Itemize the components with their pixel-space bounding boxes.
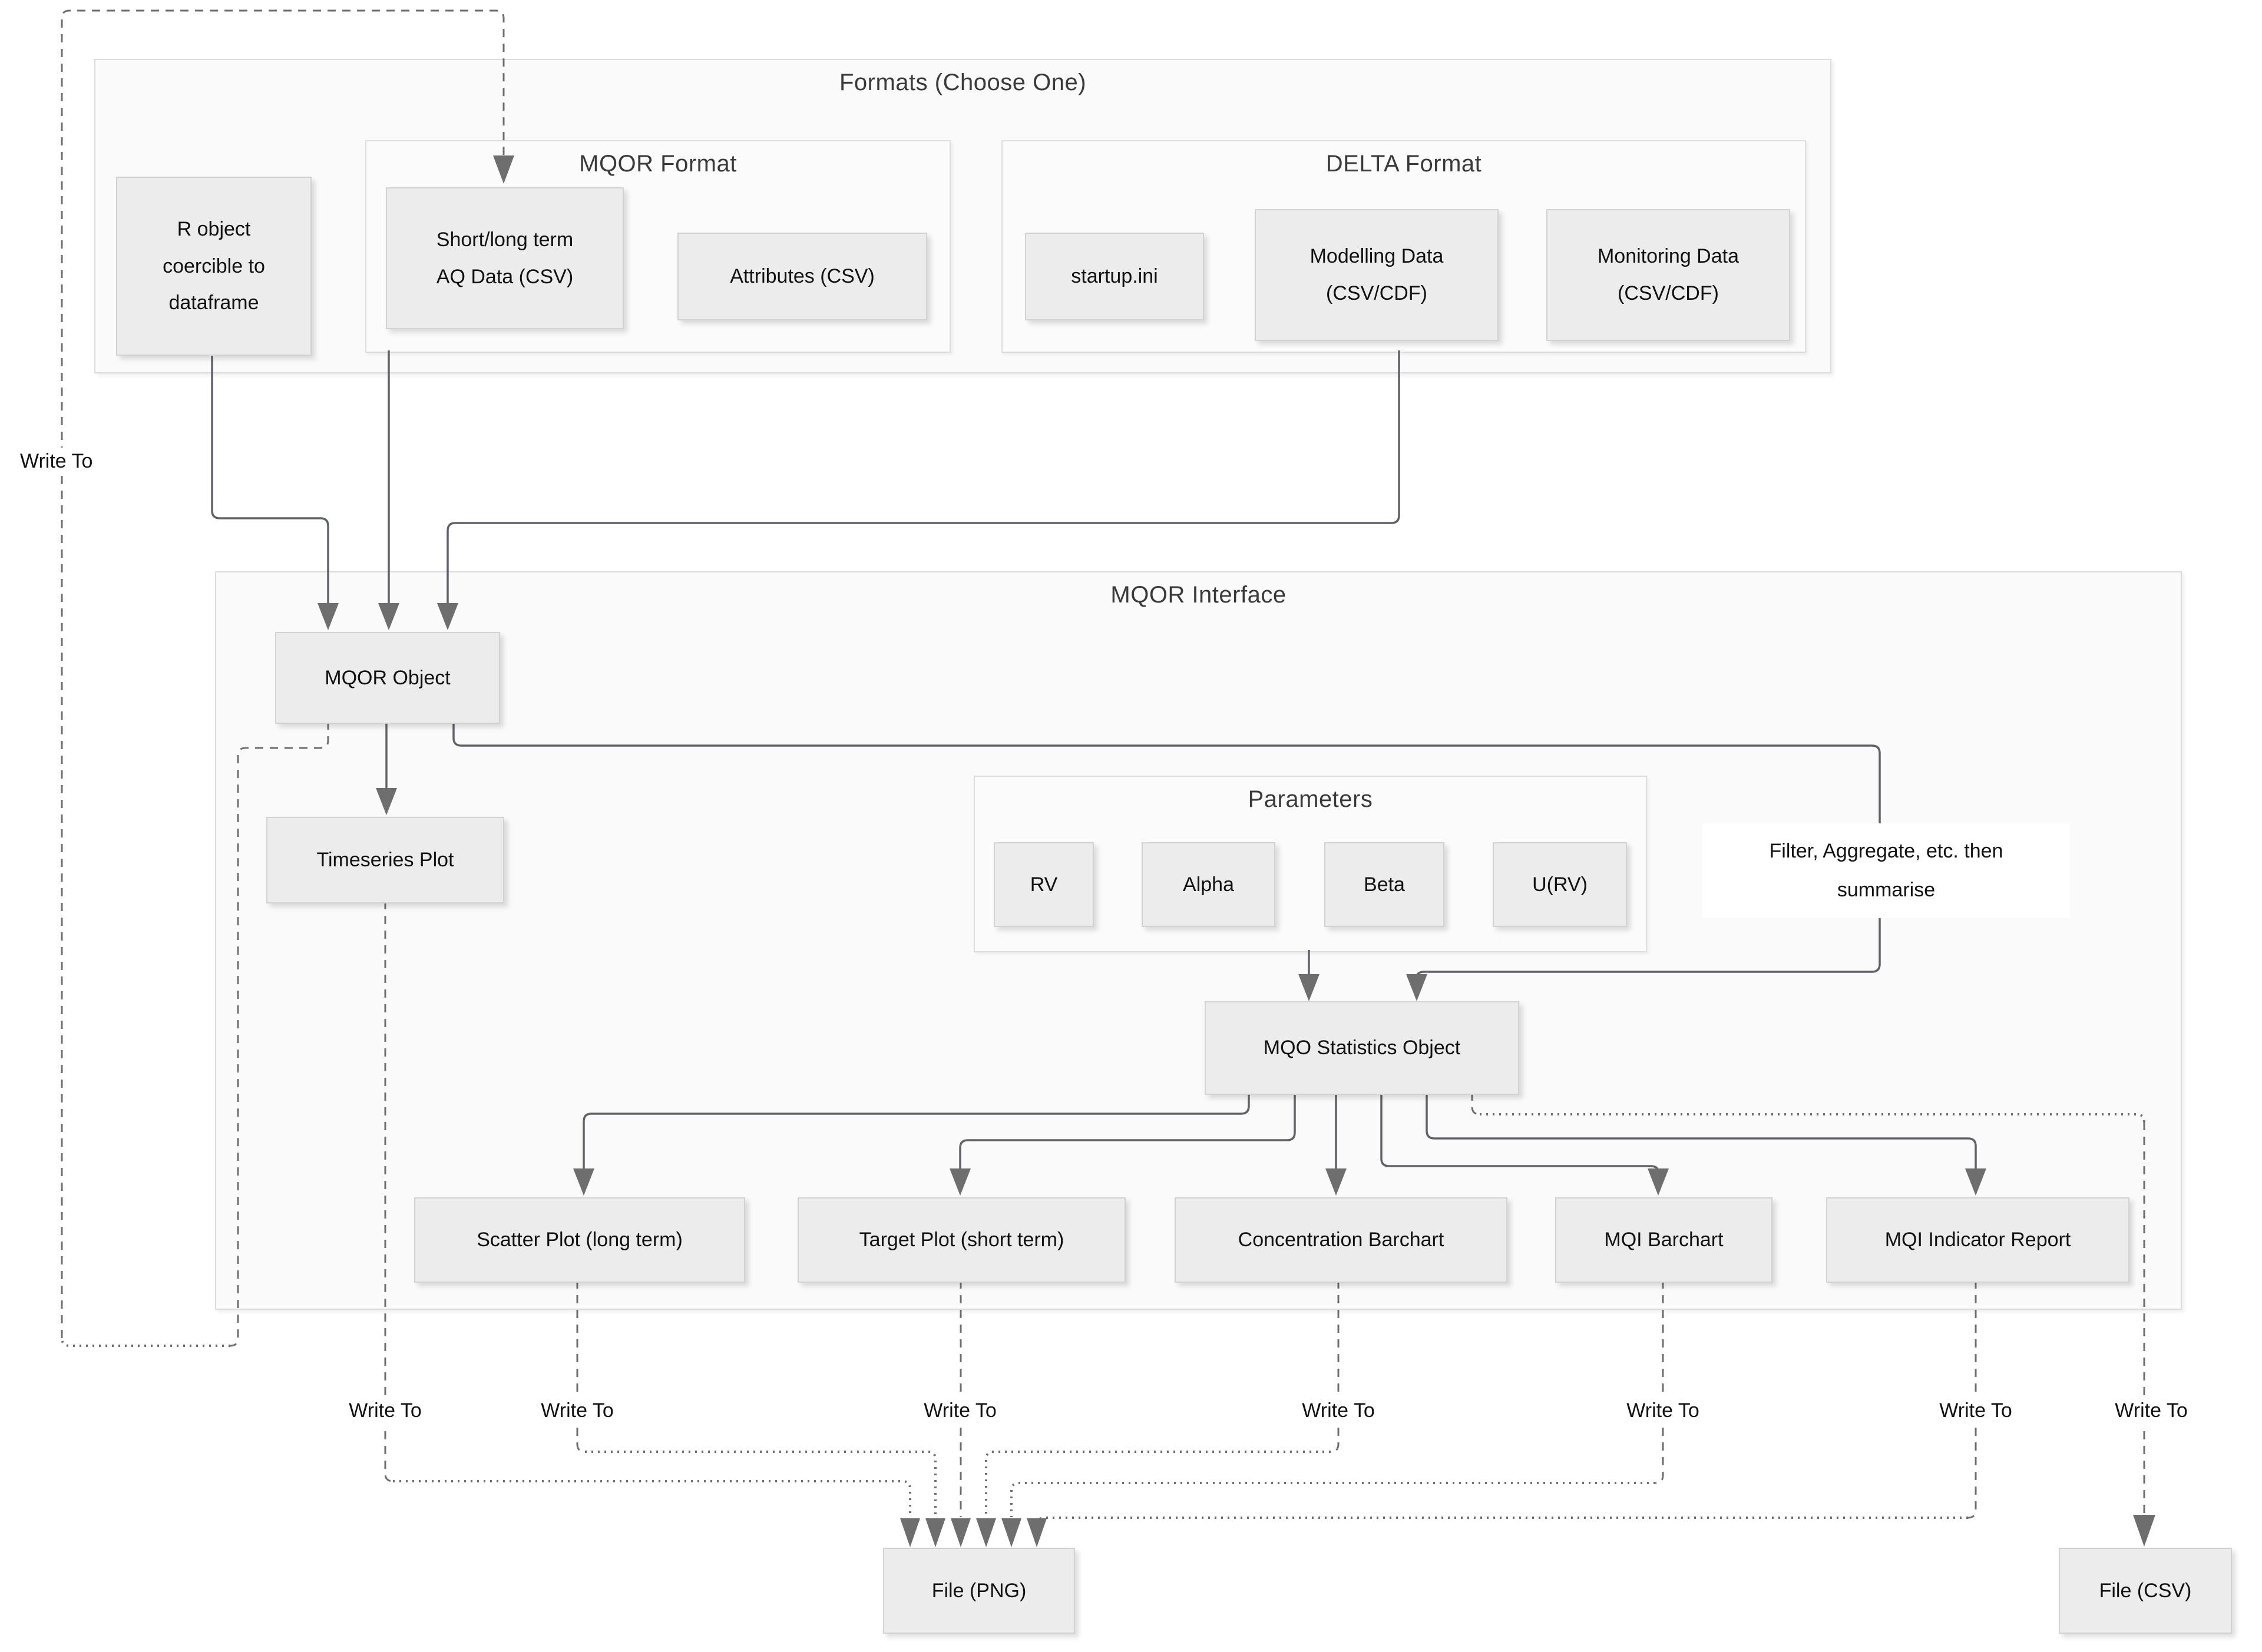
node-attributes-label: Attributes (CSV) [730,265,875,288]
arrowhead-icon [437,603,458,630]
node-scatter-plot: Scatter Plot (long term) [414,1197,745,1283]
connector-stats-to-mqiindicator [1426,1092,1977,1168]
node-target-plot-label: Target Plot (short term) [859,1229,1064,1252]
node-file-csv-label: File (CSV) [2099,1579,2192,1602]
node-file-png-label: File (PNG) [931,1579,1027,1602]
mqor-format-group-title: MQOR Format [579,151,737,177]
connector-mqibarchart-writeto-h [1010,1482,1655,1517]
node-u-rv-label: U(RV) [1532,873,1588,896]
arrowhead-icon [925,1518,945,1547]
write-to-label-scatter: Write To [534,1397,621,1425]
node-beta-label: Beta [1364,873,1405,896]
arrowhead-icon [378,603,399,630]
arrowhead-icon [1325,1168,1347,1196]
node-aq-data-label: Short/long term AQ Data (CSV) [436,228,574,288]
parameters-group-title: Parameters [1248,786,1373,812]
delta-format-group-title: DELTA Format [1325,151,1482,177]
arrowhead-icon [493,155,514,184]
write-to-label-left: Write To [13,448,100,475]
node-startup-ini-label: startup.ini [1071,265,1158,288]
node-timeseries-plot-label: Timeseries Plot [316,849,454,872]
connector-timeseries-writeto-h [393,1480,911,1517]
filter-aggregate-note: Filter, Aggregate, etc. then summarise [1702,823,2070,918]
connector-scatter-writeto [576,1280,586,1453]
connector-writeto-loop-bottom [61,1338,230,1347]
arrowhead-icon [900,1518,920,1547]
node-modelling-data-label: Modelling Data (CSV/CDF) [1309,245,1444,304]
connector-stats-to-target [959,1092,1296,1168]
node-rv: RV [994,842,1094,927]
node-aq-data: Short/long term AQ Data (CSV) [386,187,624,329]
arrowhead-icon [951,1518,971,1547]
connector-stats-writeto-csv-h [1480,1113,2145,1123]
arrowhead-icon [1965,1168,1986,1196]
mqor-interface-group-title: MQOR Interface [1110,582,1287,608]
node-file-csv: File (CSV) [2059,1548,2232,1634]
node-mqo-statistics-object: MQO Statistics Object [1205,1001,1519,1095]
arrowhead-icon [950,1168,971,1196]
write-to-label-file-csv: Write To [2108,1397,2195,1425]
connector-stats-to-mqibarchart [1380,1092,1659,1173]
connector-stats-writeto-csv-start [1471,1092,1480,1115]
node-modelling-data: Modelling Data (CSV/CDF) [1255,209,1499,341]
arrowhead-icon [318,603,339,630]
connector-deltaformat-to-mqorobject [447,350,1400,603]
connector-mqorobject-filter-to-stats [452,721,1881,978]
arrowhead-icon [976,1518,996,1547]
connector-scatter-writeto-h [585,1451,937,1517]
node-beta: Beta [1324,842,1444,927]
write-to-label-mqi-barchart: Write To [1619,1397,1707,1425]
connector-mqibarchart-writeto [1655,1280,1664,1484]
node-rv-label: RV [1030,873,1058,896]
connector-robject-to-mqorobject [211,353,329,603]
write-to-label-mqi-indicator: Write To [1932,1397,2019,1425]
arrowhead-icon [1298,974,1320,1001]
arrowhead-icon [1406,974,1427,1001]
node-monitoring-data: Monitoring Data (CSV/CDF) [1546,209,1790,341]
node-timeseries-plot: Timeseries Plot [266,817,504,903]
write-to-label-target: Write To [917,1397,1004,1425]
connector-stats-to-scatter [583,1092,1250,1168]
node-file-png: File (PNG) [883,1548,1075,1634]
node-attributes: Attributes (CSV) [677,233,927,320]
arrowhead-icon [1648,1168,1669,1196]
node-concentration-barchart-label: Concentration Barchart [1238,1229,1444,1252]
node-alpha-label: Alpha [1183,873,1234,896]
node-mqor-object-label: MQOR Object [325,666,451,689]
node-mqo-statistics-object-label: MQO Statistics Object [1263,1037,1461,1060]
formats-group-title: Formats (Choose One) [839,69,1087,95]
arrowhead-icon [1001,1518,1021,1547]
node-concentration-barchart: Concentration Barchart [1175,1197,1507,1283]
node-r-object: R object coercible to dataframe [116,177,312,356]
node-mqi-indicator-report-label: MQI Indicator Report [1884,1229,2071,1252]
arrowhead-icon [2133,1515,2155,1547]
node-target-plot: Target Plot (short term) [798,1197,1126,1283]
node-u-rv: U(RV) [1493,842,1627,927]
connector-writeto-loop-up [61,9,505,1338]
connector-timeseries-writeto [384,901,393,1482]
node-mqi-barchart-label: MQI Barchart [1604,1229,1724,1252]
node-mqi-indicator-report: MQI Indicator Report [1826,1197,2129,1283]
connector-concentration-writeto-h [985,1451,1331,1517]
connector-mqiindicator-writeto [1967,1280,1977,1519]
write-to-label-concentration: Write To [1295,1397,1382,1425]
node-alpha: Alpha [1142,842,1275,927]
node-mqi-barchart: MQI Barchart [1555,1197,1772,1283]
node-startup-ini: startup.ini [1025,233,1204,320]
write-to-label-timeseries: Write To [342,1397,429,1425]
node-scatter-plot-label: Scatter Plot (long term) [477,1229,683,1252]
arrowhead-icon [1027,1518,1047,1547]
connector-concentration-writeto [1330,1280,1340,1453]
node-monitoring-data-label: Monitoring Data (CSV/CDF) [1597,245,1739,304]
connector-mqiindicator-writeto-h [1036,1517,1968,1528]
node-r-object-label: R object coercible to dataframe [163,217,265,314]
arrowhead-icon [376,788,397,815]
node-mqor-object: MQOR Object [275,632,500,724]
connector-writeto-loop-down [230,721,329,1347]
arrowhead-icon [573,1168,594,1196]
